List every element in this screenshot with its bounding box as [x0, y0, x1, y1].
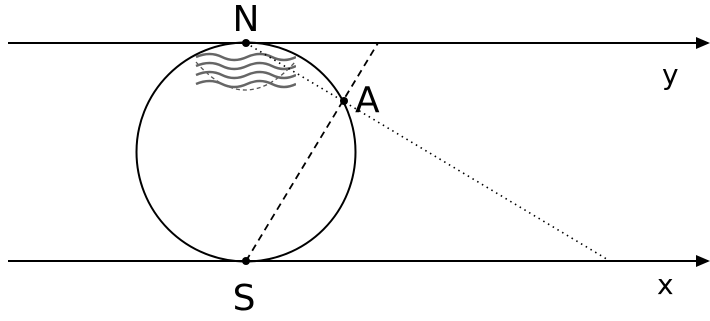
wave-line-2 — [195, 61, 296, 71]
dashed-line-s-to-y — [245, 42, 379, 262]
dotted-line-n-to-x — [245, 42, 611, 262]
label-y-axis: y — [662, 58, 679, 91]
label-x-axis: x — [657, 268, 674, 301]
point-n — [242, 39, 250, 47]
label-point-a: A — [355, 80, 380, 121]
wave-line-4 — [195, 79, 296, 89]
wave-line-3 — [195, 70, 296, 80]
point-a — [340, 97, 348, 105]
wave-line-1 — [195, 52, 296, 62]
label-north: N — [233, 0, 260, 40]
label-south: S — [233, 278, 256, 319]
point-s — [242, 257, 250, 265]
wave-icon — [195, 52, 296, 91]
